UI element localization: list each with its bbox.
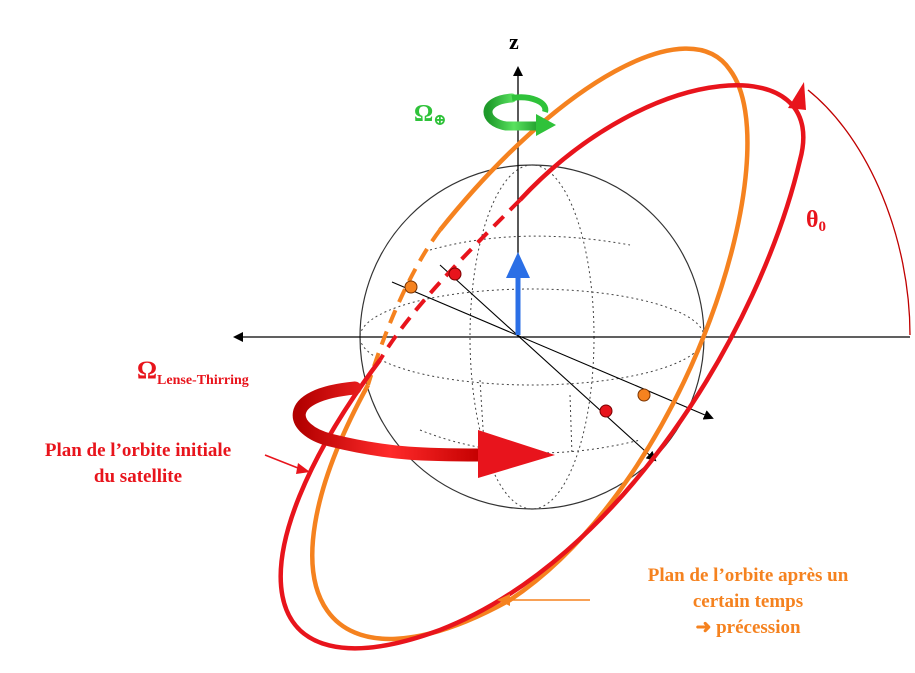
orbit-initial <box>281 82 806 648</box>
after-orbit-line2: certain temps <box>693 591 803 612</box>
z-axis-label: z <box>509 29 519 54</box>
node-red-descending <box>600 405 612 417</box>
theta-label: θ0 <box>806 207 826 235</box>
theta-angle-arc <box>808 90 910 335</box>
after-orbit-caption: Plan de l’orbite après un certain temps … <box>648 565 849 638</box>
earth-rotation-arrow <box>488 97 556 136</box>
initial-orbit-caption: Plan de l’orbite initiale du satellite <box>45 440 231 487</box>
after-orbit-line3: ➜ précession <box>695 617 801 638</box>
initial-orbit-line1: Plan de l’orbite initiale <box>45 440 231 461</box>
after-orbit-line1: Plan de l’orbite après un <box>648 565 849 586</box>
orbit-direction-arrow <box>788 82 806 110</box>
orbit-after-precession <box>312 49 747 639</box>
lense-thirring-label: ΩLense-Thirring <box>137 357 249 388</box>
node-orange-descending <box>638 389 650 401</box>
node-lines <box>392 265 712 460</box>
orbit-nodes <box>405 268 650 417</box>
node-red-ascending <box>449 268 461 280</box>
earth-spin-vector <box>506 252 530 335</box>
node-orange-ascending <box>405 281 417 293</box>
earth-rotation-label: Ω⊕ <box>414 101 447 129</box>
lense-thirring-arrow <box>299 388 555 478</box>
initial-orbit-line2: du satellite <box>94 466 182 487</box>
